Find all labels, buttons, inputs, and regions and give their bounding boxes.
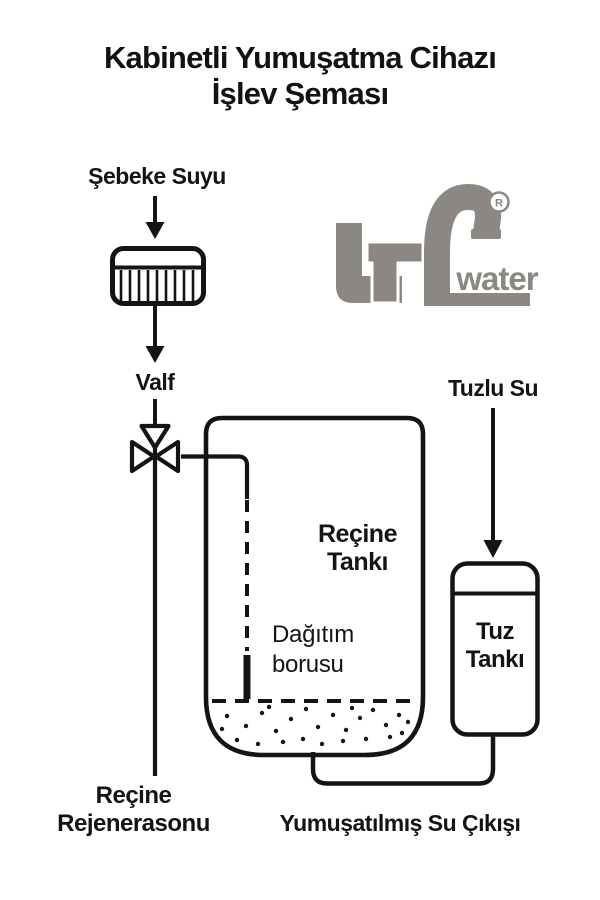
resin-tank-label-line1: Reçine — [318, 520, 397, 548]
salt-tank-label-line2: Tankı — [465, 646, 525, 673]
registered-trademark-icon — [488, 191, 510, 213]
resin-regeneration-label: Reçine Rejenerasonu — [26, 782, 241, 838]
logo-wordmark: water — [455, 260, 538, 297]
resin-beads-dots — [219, 704, 411, 747]
resin-tank — [203, 415, 426, 758]
salt-tank — [450, 561, 540, 737]
logo-faucet-icon-fill — [424, 183, 501, 304]
distributor-pipe-label: Dağıtım borusu — [272, 620, 432, 680]
resin-tank-label: Reçine Tankı — [280, 520, 435, 576]
resin-tank-label-line2: Tankı — [327, 548, 388, 576]
softened-water-outlet-pipe — [310, 736, 496, 786]
ltwater-logo: R water — [336, 181, 540, 306]
registered-trademark-letter: R — [495, 198, 503, 210]
resin-regeneration-label-line1: Reçine — [95, 782, 172, 809]
arrow-down-network-water-icon — [145, 196, 165, 239]
arrow-down-to-valve-icon — [145, 303, 165, 363]
network-water-label: Şebeke Suyu — [88, 163, 226, 189]
salt-tank-label-line1: Tuz — [475, 618, 515, 645]
logo-faucet-nozzle — [471, 229, 501, 239]
salt-tank-label: Tuz Tankı — [455, 618, 535, 674]
page-title-line1: Kabinetli Yumuşatma Cihazı — [103, 40, 497, 75]
softened-water-outlet-label: Yumuşatılmış Su Çıkışı — [279, 810, 521, 836]
resin-regeneration-label-line2: Rejenerasonu — [57, 810, 210, 837]
logo-letter-t — [365, 240, 433, 305]
filter-icon — [110, 246, 206, 306]
page-title-line2: İşlev Şeması — [211, 76, 389, 111]
brine-water-label: Tuzlu Su — [447, 375, 539, 401]
page-title: Kabinetli Yumuşatma Cihazı İşlev Şeması — [0, 40, 600, 112]
valve-icon — [129, 399, 181, 776]
distributor-pipe — [181, 454, 251, 699]
distributor-pipe-label-line1: Dağıtım — [272, 621, 354, 648]
arrow-down-brine-water-icon — [483, 408, 503, 558]
distributor-pipe-label-line2: borusu — [272, 651, 344, 678]
logo-underline-bar — [424, 293, 530, 306]
valve-label: Valf — [135, 369, 175, 395]
